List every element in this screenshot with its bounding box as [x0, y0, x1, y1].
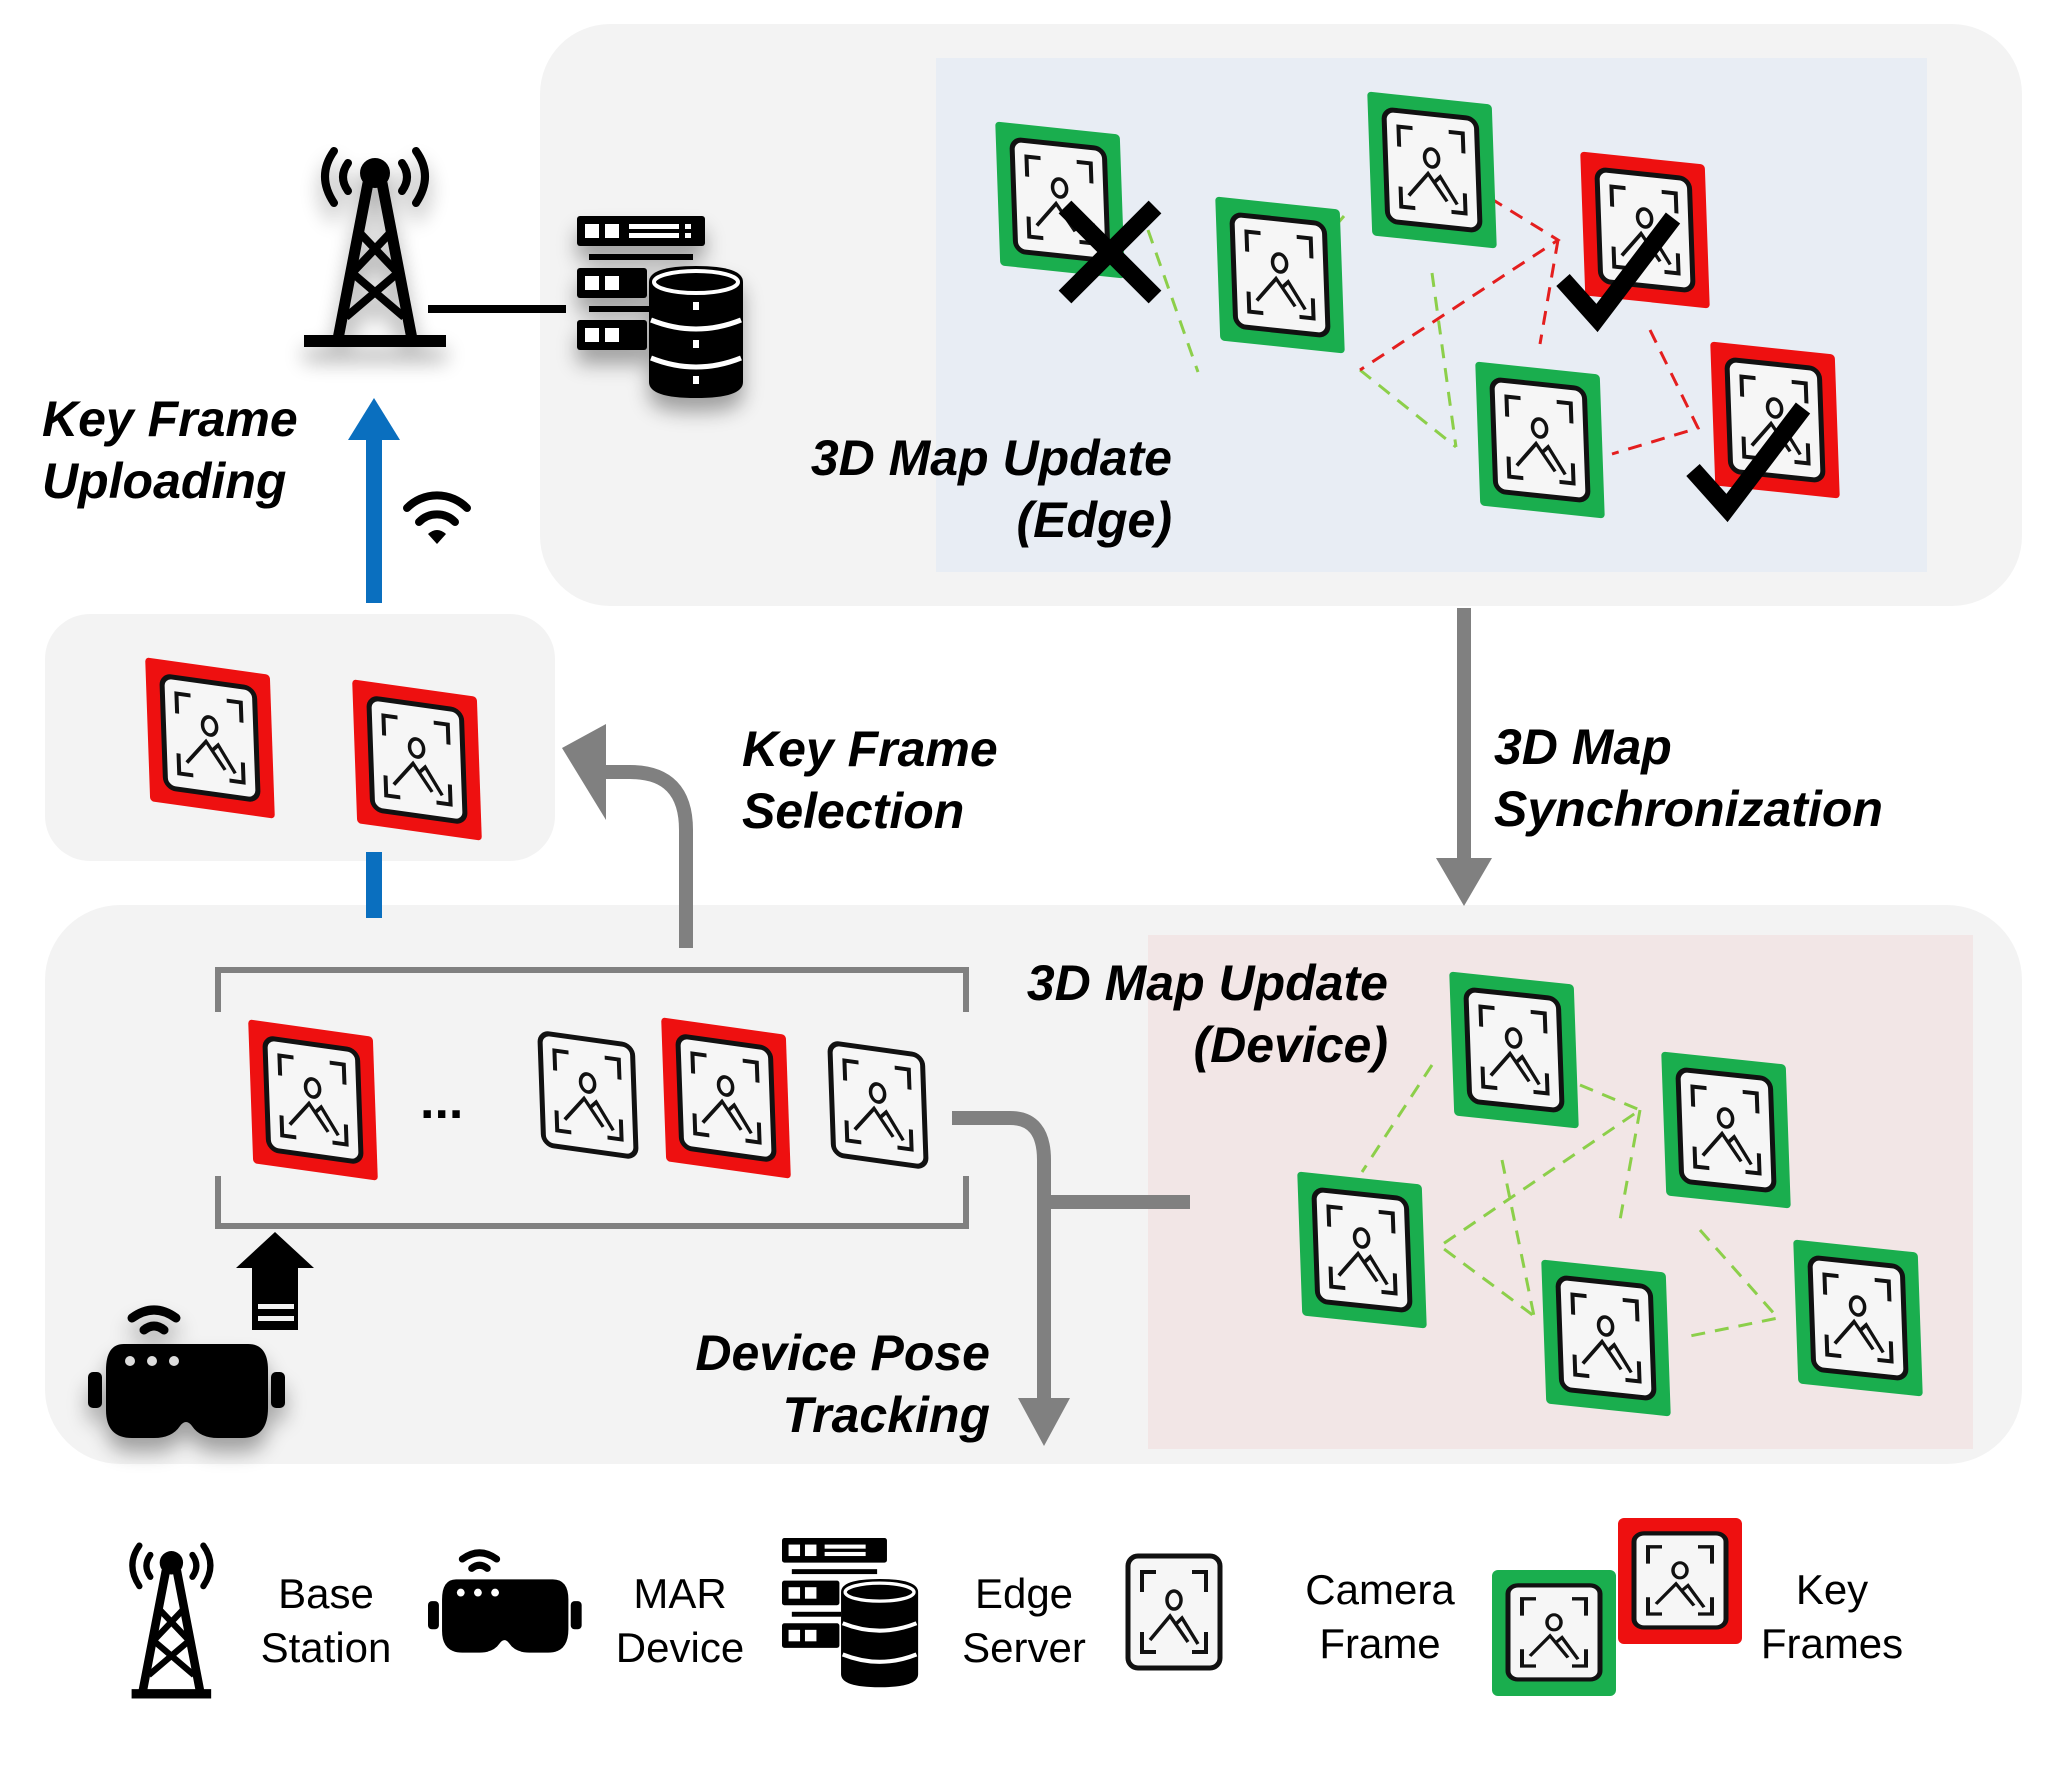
device-covisibility-graph — [1360, 1064, 1781, 1338]
image-frame-icon — [265, 1038, 361, 1163]
device-map-frame — [1793, 1239, 1923, 1397]
covisibility-edge — [1360, 1064, 1434, 1173]
pose-tracking-arrow — [952, 1111, 1051, 1400]
image-frame-icon — [1558, 1277, 1654, 1399]
covisibility-edge — [1538, 239, 1560, 345]
reject-x-icon — [1058, 200, 1162, 304]
frame-sequence — [248, 1017, 926, 1181]
capture-arrow — [236, 1232, 314, 1330]
legend-camera-frame-icon — [1128, 1556, 1220, 1668]
image-frame-icon — [1678, 1069, 1774, 1191]
key-frame — [248, 1019, 378, 1181]
mar-device-icon — [88, 1305, 285, 1438]
image-frame-icon — [1597, 169, 1693, 291]
selected-key-frames — [145, 657, 482, 841]
camera-frame — [540, 1033, 636, 1158]
image-frame-icon — [1810, 1257, 1906, 1379]
edge-map-frame — [1475, 361, 1605, 519]
legend-base-station-icon — [129, 1542, 214, 1699]
covisibility-edge — [1618, 1109, 1642, 1221]
accept-check-icon — [1686, 402, 1811, 523]
pose-tracking-arrowhead — [1018, 1398, 1070, 1446]
covisibility-edge — [1430, 272, 1458, 448]
device-map-frame — [1661, 1051, 1791, 1209]
image-frame-icon — [1492, 379, 1588, 501]
selected-key-frame — [145, 657, 275, 819]
wifi-icon — [403, 491, 471, 544]
capture-arrow-stripe — [258, 1316, 294, 1321]
device-map-frame — [1541, 1259, 1671, 1417]
device-map-frames — [1297, 971, 1923, 1417]
image-frame-icon — [540, 1033, 636, 1158]
edge-map-frame — [1215, 196, 1345, 354]
selected-key-frame — [352, 679, 482, 841]
accept-check-icon — [1556, 212, 1681, 333]
key-frame-selection-arrowhead — [562, 724, 606, 820]
upload-arrow-head — [348, 398, 400, 440]
capture-arrow-stripe — [258, 1304, 294, 1309]
covisibility-edge — [1689, 1229, 1781, 1338]
legend-edge-server-icon — [782, 1538, 919, 1688]
covisibility-edge — [1437, 1083, 1644, 1318]
device-map-frame — [1449, 971, 1579, 1129]
edge-server-icon — [577, 216, 743, 398]
frame-sequence-bracket-top — [215, 967, 969, 1012]
frame-sequence-bracket-bottom — [215, 1176, 969, 1229]
base-station-icon — [304, 147, 446, 347]
edge-map-frame — [1580, 151, 1710, 309]
map-sync-arrowhead — [1436, 858, 1492, 906]
map-update-device-label: 3D Map Update(Device) — [1027, 955, 1388, 1073]
covisibility-edge — [1611, 329, 1701, 456]
image-frame-icon — [1232, 214, 1328, 336]
legend-key-frames-icon — [1492, 1518, 1742, 1696]
image-frame-icon — [162, 676, 258, 801]
edge-map-frame — [1710, 341, 1840, 499]
edge-map-frame — [1367, 91, 1497, 249]
device-map-frame — [1297, 1171, 1427, 1329]
image-frame-icon — [830, 1043, 926, 1168]
image-frame-icon — [678, 1036, 774, 1161]
ellipsis: ... — [420, 1072, 463, 1130]
image-frame-icon — [1384, 109, 1480, 231]
image-frame-icon — [1727, 359, 1823, 481]
covisibility-edge — [1500, 1159, 1536, 1317]
legend-mar-device-icon — [428, 1549, 582, 1653]
covisibility-edge — [1359, 368, 1457, 449]
image-frame-icon — [1314, 1189, 1410, 1311]
image-frame-icon — [369, 698, 465, 823]
camera-frame — [830, 1043, 926, 1168]
edge-map-frames — [995, 91, 1840, 523]
map-update-edge-label: 3D Map Update(Edge) — [811, 430, 1172, 548]
key-frame-selection-arrow — [600, 765, 693, 948]
image-frame-icon — [1466, 989, 1562, 1111]
covisibility-edge — [1146, 229, 1200, 373]
key-frame — [661, 1017, 791, 1179]
